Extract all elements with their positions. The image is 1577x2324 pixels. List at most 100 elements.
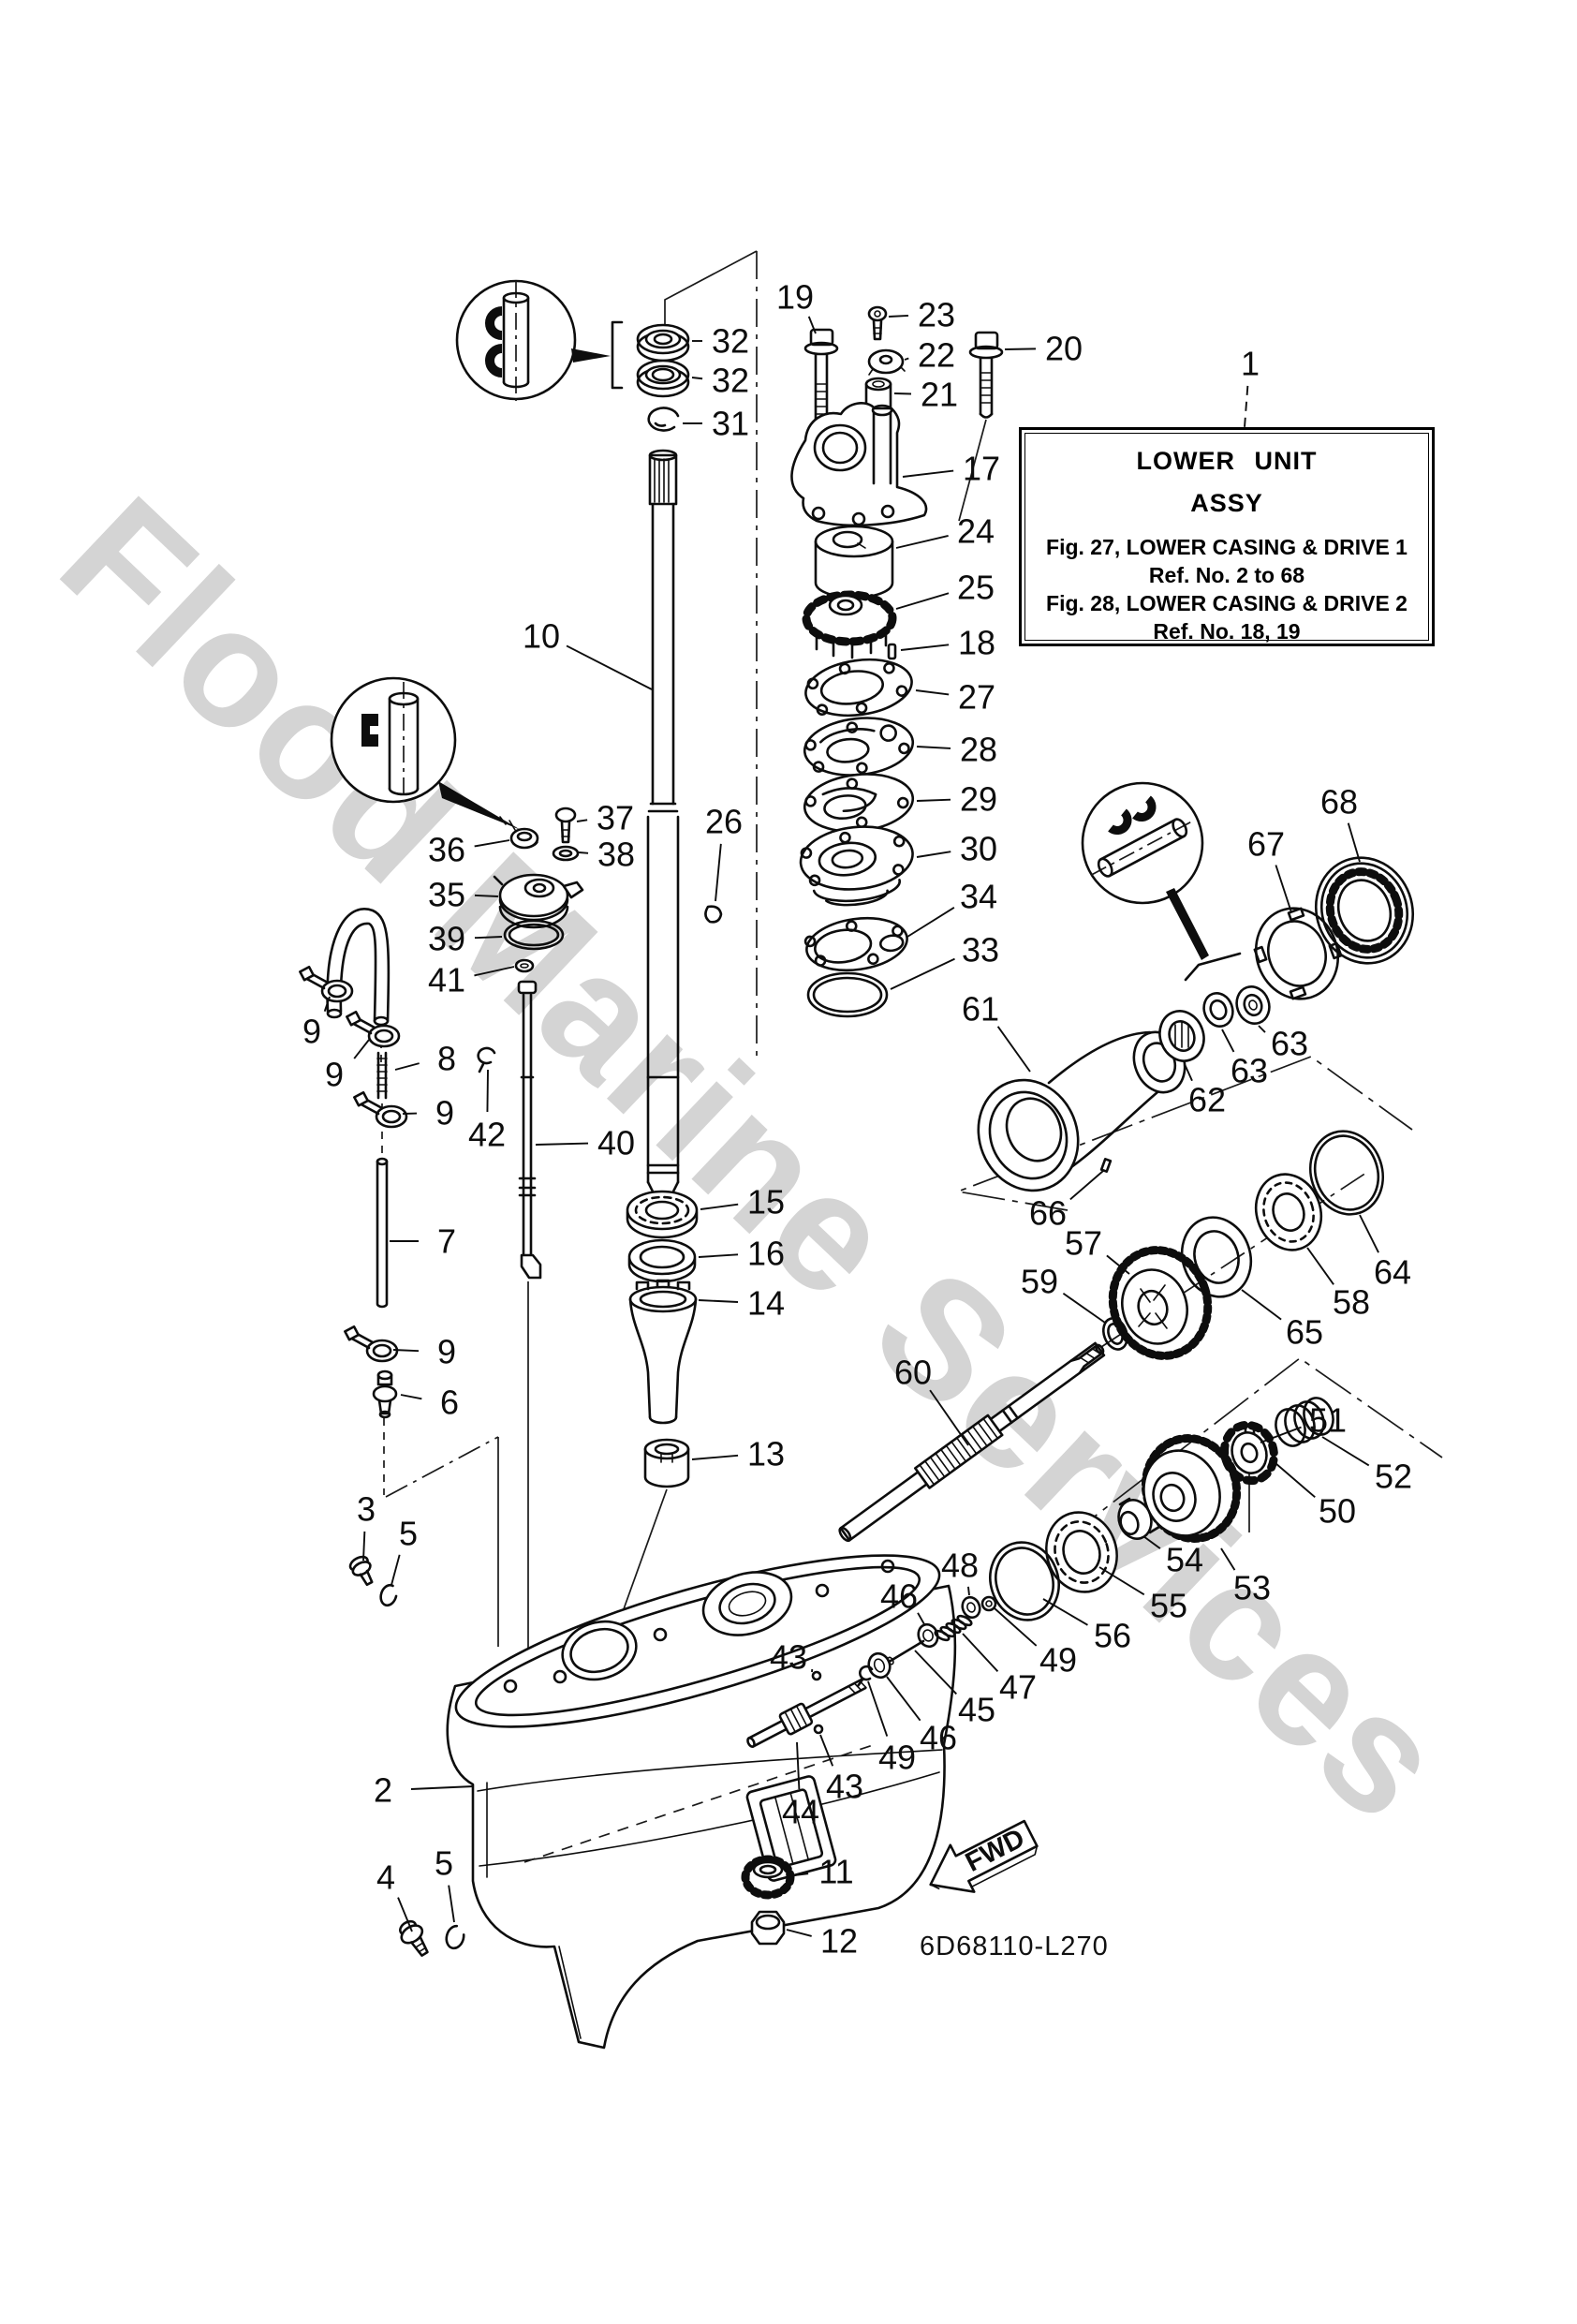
callout-37: 37 xyxy=(597,799,634,837)
seal-63a xyxy=(1202,992,1234,1028)
clip-42 xyxy=(477,1046,496,1073)
callout-42: 42 xyxy=(468,1116,506,1154)
clamp-9c xyxy=(353,1090,408,1129)
leader-line-2 xyxy=(410,1785,475,1790)
fig2-ref: Ref. No. 18, 19 xyxy=(1153,619,1301,644)
leader-line-5 xyxy=(391,1554,401,1586)
prop-shaft-60 xyxy=(838,1341,1106,1543)
ring-41 xyxy=(514,958,535,973)
lower-casing-2 xyxy=(446,1554,957,2050)
callout-27: 27 xyxy=(958,678,995,717)
detail-circle-carrier xyxy=(1081,781,1242,982)
callout-31: 31 xyxy=(712,405,749,443)
leader-line-17 xyxy=(902,469,954,478)
leader-line-38 xyxy=(578,851,589,854)
leader-line-47 xyxy=(962,1633,999,1672)
callout-34: 34 xyxy=(960,878,997,916)
leader-line-43 xyxy=(819,1734,834,1767)
leader-line-42 xyxy=(486,1069,489,1113)
leader-line-66 xyxy=(1069,1170,1104,1201)
leader-line-15 xyxy=(700,1203,739,1210)
callout-36: 36 xyxy=(428,831,465,869)
callout-48: 48 xyxy=(941,1547,979,1585)
leader-line-63 xyxy=(1258,1025,1266,1033)
washer-38 xyxy=(552,845,580,862)
callout-32: 32 xyxy=(712,362,749,400)
leader-line-20 xyxy=(1004,348,1037,350)
leader-line-63 xyxy=(1221,1029,1235,1053)
callout-15: 15 xyxy=(747,1183,785,1221)
leader-line-49 xyxy=(867,1680,889,1737)
fig1-ref: Ref. No. 2 to 68 xyxy=(1148,563,1305,587)
leader-line-26 xyxy=(715,843,722,902)
callout-9: 9 xyxy=(325,1056,344,1094)
callout-61: 61 xyxy=(962,990,999,1029)
callout-39: 39 xyxy=(428,920,465,958)
callout-2: 2 xyxy=(374,1771,392,1810)
leader-line-25 xyxy=(895,592,950,610)
spring-52 xyxy=(1275,1397,1334,1447)
callout-44: 44 xyxy=(782,1793,819,1831)
leader-line-1 xyxy=(1244,385,1249,428)
washer-46a xyxy=(917,1622,939,1649)
callout-3: 3 xyxy=(357,1490,376,1529)
tube-7 xyxy=(376,1157,389,1309)
leader-line-32 xyxy=(691,377,703,380)
callout-16: 16 xyxy=(747,1235,785,1273)
washer-5b xyxy=(445,1924,465,1950)
callout-63: 63 xyxy=(1231,1052,1268,1090)
gear-57 xyxy=(1108,1246,1213,1360)
fitting-6 xyxy=(372,1369,398,1419)
callout-40: 40 xyxy=(597,1124,635,1162)
shift-rod-40 xyxy=(517,980,542,1280)
callout-38: 38 xyxy=(597,836,635,874)
title-line-1: LOWER UNIT xyxy=(1136,447,1318,475)
plate-22 xyxy=(867,348,906,376)
callout-47: 47 xyxy=(999,1668,1037,1707)
callout-23: 23 xyxy=(918,296,955,334)
nut-36 xyxy=(499,816,539,850)
plate-28 xyxy=(803,717,915,777)
clamp-9d xyxy=(344,1325,399,1363)
callout-24: 24 xyxy=(957,512,995,551)
pump-housing-17 xyxy=(790,402,928,527)
callout-9: 9 xyxy=(437,1333,456,1371)
callout-51: 51 xyxy=(1309,1401,1347,1440)
callout-64: 64 xyxy=(1374,1253,1411,1292)
pin-18 xyxy=(887,643,897,660)
stud-8 xyxy=(376,1051,388,1100)
leader-line-5 xyxy=(448,1885,455,1923)
callout-43: 43 xyxy=(826,1768,863,1806)
bearing-58 xyxy=(1254,1173,1323,1251)
callout-5: 5 xyxy=(435,1844,453,1883)
leader-line-59 xyxy=(1062,1292,1106,1324)
callout-22: 22 xyxy=(918,336,955,375)
pin-43a xyxy=(811,1670,822,1681)
leader-line-51 xyxy=(1260,1426,1302,1443)
leader-line-10 xyxy=(566,644,653,690)
seal-63b xyxy=(1235,985,1271,1025)
oil-seal-32b xyxy=(636,359,690,398)
leader-line-37 xyxy=(576,819,588,822)
anode-35 xyxy=(493,873,584,929)
leader-line-45 xyxy=(914,1650,957,1695)
gasket-27 xyxy=(804,658,913,718)
woodruff-key-26 xyxy=(704,905,723,924)
oring-33 xyxy=(806,971,889,1018)
bearing-15 xyxy=(626,1190,699,1239)
nut-12 xyxy=(750,1910,786,1946)
bolt-19 xyxy=(803,328,839,428)
washer-46b xyxy=(867,1651,892,1680)
detail-circle-anode xyxy=(330,676,521,830)
bushing-62 xyxy=(1158,1010,1205,1062)
leader-line-36 xyxy=(474,839,510,848)
callout-19: 19 xyxy=(776,278,814,317)
leader-line-18 xyxy=(900,644,950,651)
leader-line-22 xyxy=(904,357,909,361)
leader-line-64 xyxy=(1359,1214,1379,1253)
callout-17: 17 xyxy=(963,450,1000,488)
oring-64 xyxy=(1308,1130,1385,1216)
bolt-20 xyxy=(968,331,1004,419)
leader-line-68 xyxy=(1347,822,1361,863)
washer-65 xyxy=(1180,1216,1253,1298)
